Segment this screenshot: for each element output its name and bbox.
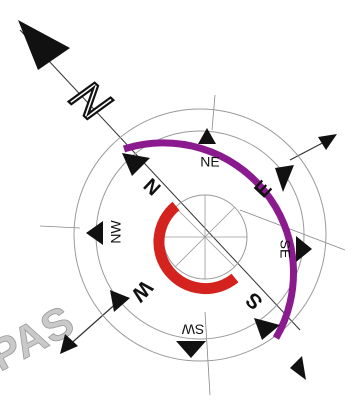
ne-arrow-icon bbox=[198, 128, 216, 144]
south-axis-line bbox=[205, 312, 210, 395]
north-label-wrap: N bbox=[139, 175, 165, 201]
north-axis-line bbox=[212, 95, 215, 130]
sw-label-wrap: SW bbox=[181, 321, 204, 337]
sw-arrow-icon bbox=[176, 341, 206, 358]
ne-label: NE bbox=[200, 154, 219, 170]
sw-outer-line bbox=[66, 300, 120, 348]
se-label: SE bbox=[277, 240, 293, 259]
west-label-wrap: W bbox=[126, 276, 156, 306]
nw-label-wrap: NW bbox=[108, 220, 124, 244]
nw-arrow-icon bbox=[86, 221, 103, 245]
e-arrow-icon bbox=[275, 165, 294, 192]
ne-outer-arrow-icon bbox=[318, 134, 337, 150]
nw-label: NW bbox=[108, 220, 124, 244]
se-label-wrap: SE bbox=[277, 240, 293, 259]
north-glyph: N bbox=[61, 70, 121, 131]
se-outer-arrow-icon bbox=[290, 356, 306, 380]
north-label-group: N bbox=[61, 70, 121, 131]
west-label: W bbox=[126, 276, 156, 306]
north-arrow-icon bbox=[18, 20, 70, 70]
sw-label: SW bbox=[181, 321, 204, 337]
north-label: N bbox=[139, 175, 165, 201]
